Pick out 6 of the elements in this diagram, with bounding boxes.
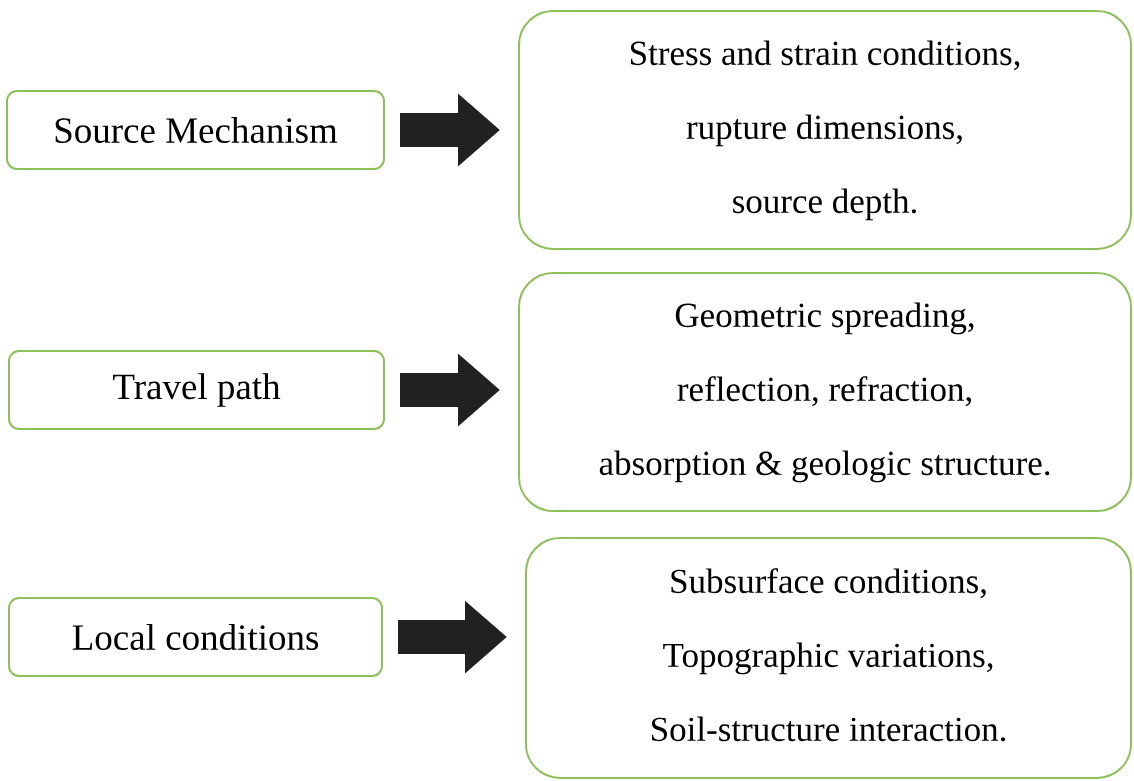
factor-box: Travel path [8,350,385,430]
factor-box: Local conditions [8,597,383,677]
description-box: Stress and strain conditions, rupture dimensions, source depth. [518,10,1132,250]
factor-box: Source Mechanism [6,90,385,170]
description-box: Subsurface conditions, Topographic variations, Soil-structure interaction. [525,537,1132,779]
description-box: Geometric spreading, reflection, refraction, absorption & geologic structure. [518,272,1132,512]
